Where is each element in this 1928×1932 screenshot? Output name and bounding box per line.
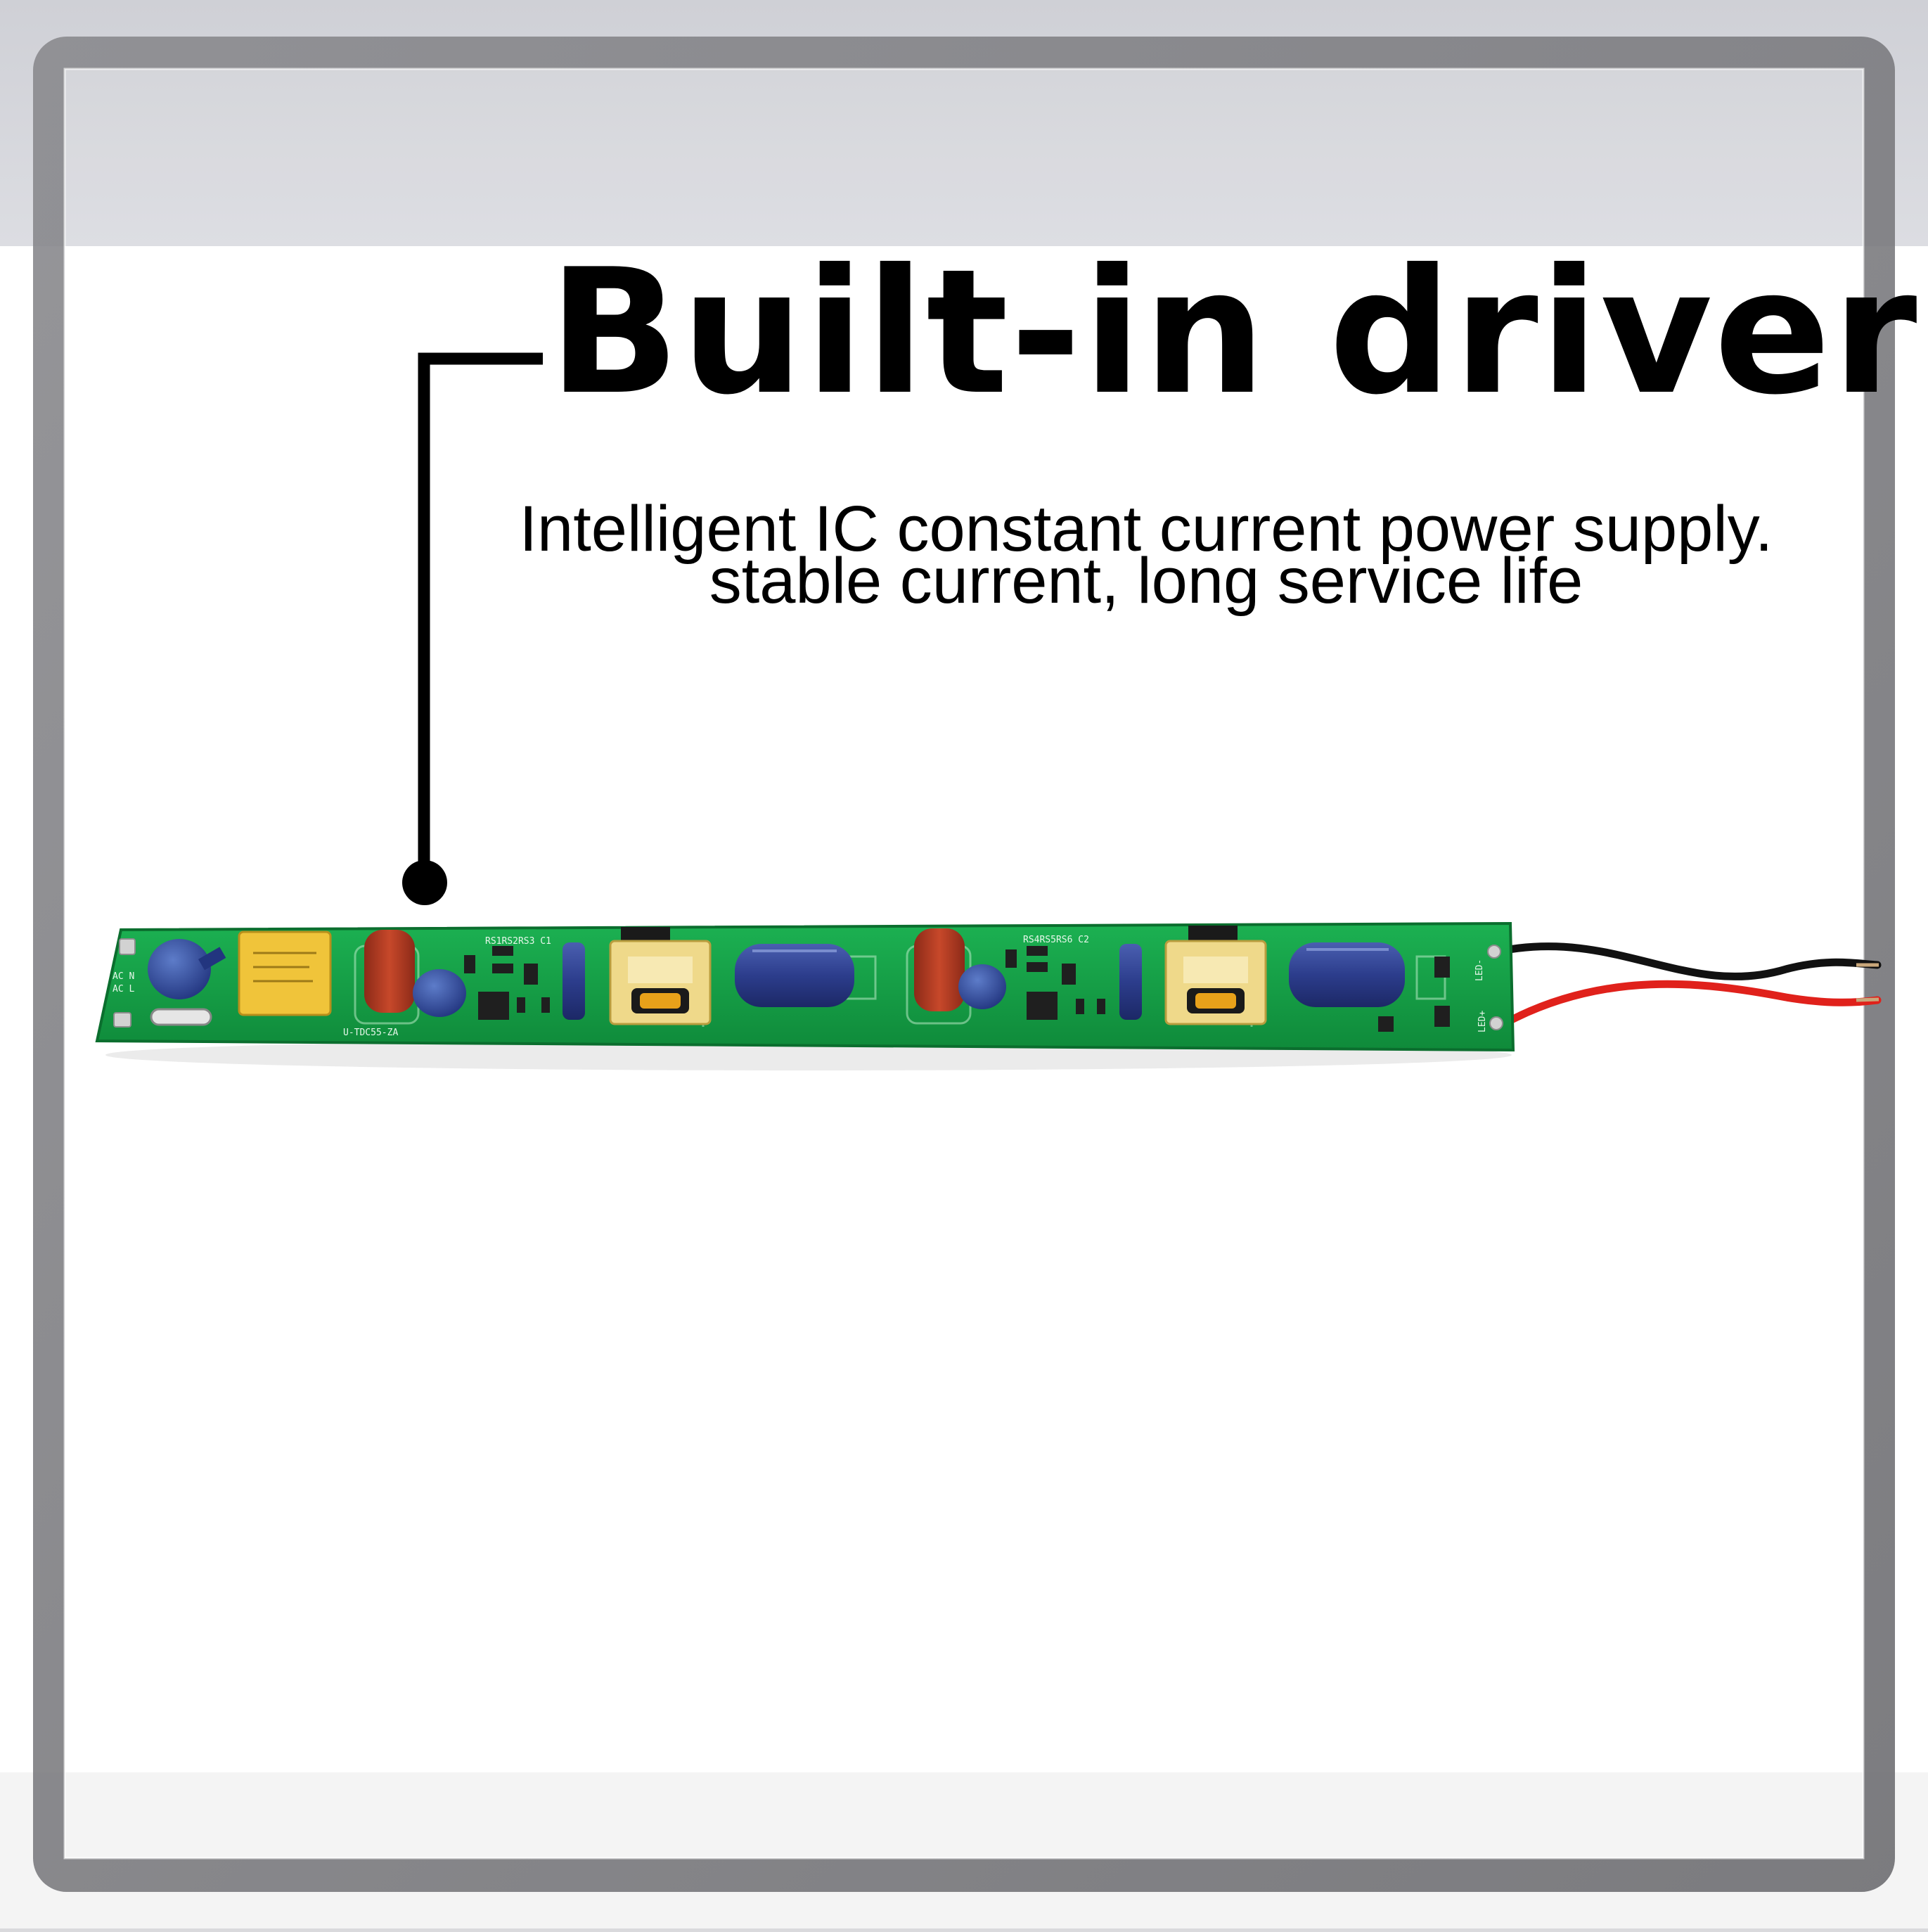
- pcb-silkscreen: U-TDC55-ZA RS1RS2RS3 C1 RS4RS5RS6 C2 AC …: [113, 935, 1488, 1038]
- ceramic-capacitor: [413, 969, 466, 1017]
- ceramic-capacitor: [958, 964, 1006, 1009]
- transformer-bobbin: [1183, 957, 1248, 983]
- headline: Built-in driver: [548, 232, 1919, 433]
- electrolytic-capacitor: [1289, 942, 1405, 1007]
- pcb-ac-l-label: AC L: [113, 984, 134, 994]
- electrolytic-capacitor: [735, 944, 854, 1007]
- pcb-led-plus-label: LED+: [1477, 1011, 1488, 1032]
- output-diodes: [1378, 957, 1450, 1032]
- varistor-blue: [148, 939, 211, 999]
- small-electrolytic-capacitor: [1119, 944, 1142, 1020]
- pcb-led-minus-label: LED-: [1474, 959, 1485, 981]
- floor-edge: [0, 1772, 1928, 1928]
- solder-pads: [113, 938, 1503, 1030]
- transformer-winding: [1195, 993, 1236, 1009]
- x2-capacitor: [238, 930, 332, 1016]
- transformer-bobbin: [628, 957, 693, 983]
- subtitle: Intelligent IC constant current power su…: [443, 493, 1849, 617]
- varistor-lead: [198, 947, 226, 971]
- pcb-group1-label: RS1RS2RS3 C1: [485, 936, 551, 947]
- smd-components-1: [464, 946, 550, 1020]
- pcb-model-label: U-TDC55-ZA: [343, 1028, 398, 1038]
- pcb-ac-n-label: AC N: [113, 971, 134, 982]
- pcb-group2-label: RS4RS5RS6 C2: [1023, 935, 1089, 945]
- wire-tip: [1856, 997, 1879, 1002]
- fuse: [150, 1008, 212, 1026]
- smd-components-2: [1005, 946, 1105, 1020]
- transformer-winding: [640, 993, 681, 1009]
- callout-line: [418, 352, 543, 883]
- film-capacitor: [914, 928, 965, 1011]
- wire-red: [1500, 980, 1882, 1028]
- small-electrolytic-capacitor: [563, 942, 585, 1020]
- film-capacitor: [364, 930, 415, 1013]
- wire-black: [1497, 942, 1882, 980]
- subtitle-line-2: stable current, long service life: [709, 545, 1583, 617]
- callout-dot: [402, 860, 447, 905]
- subtitle-line-1: Intelligent IC constant current power su…: [519, 493, 1773, 565]
